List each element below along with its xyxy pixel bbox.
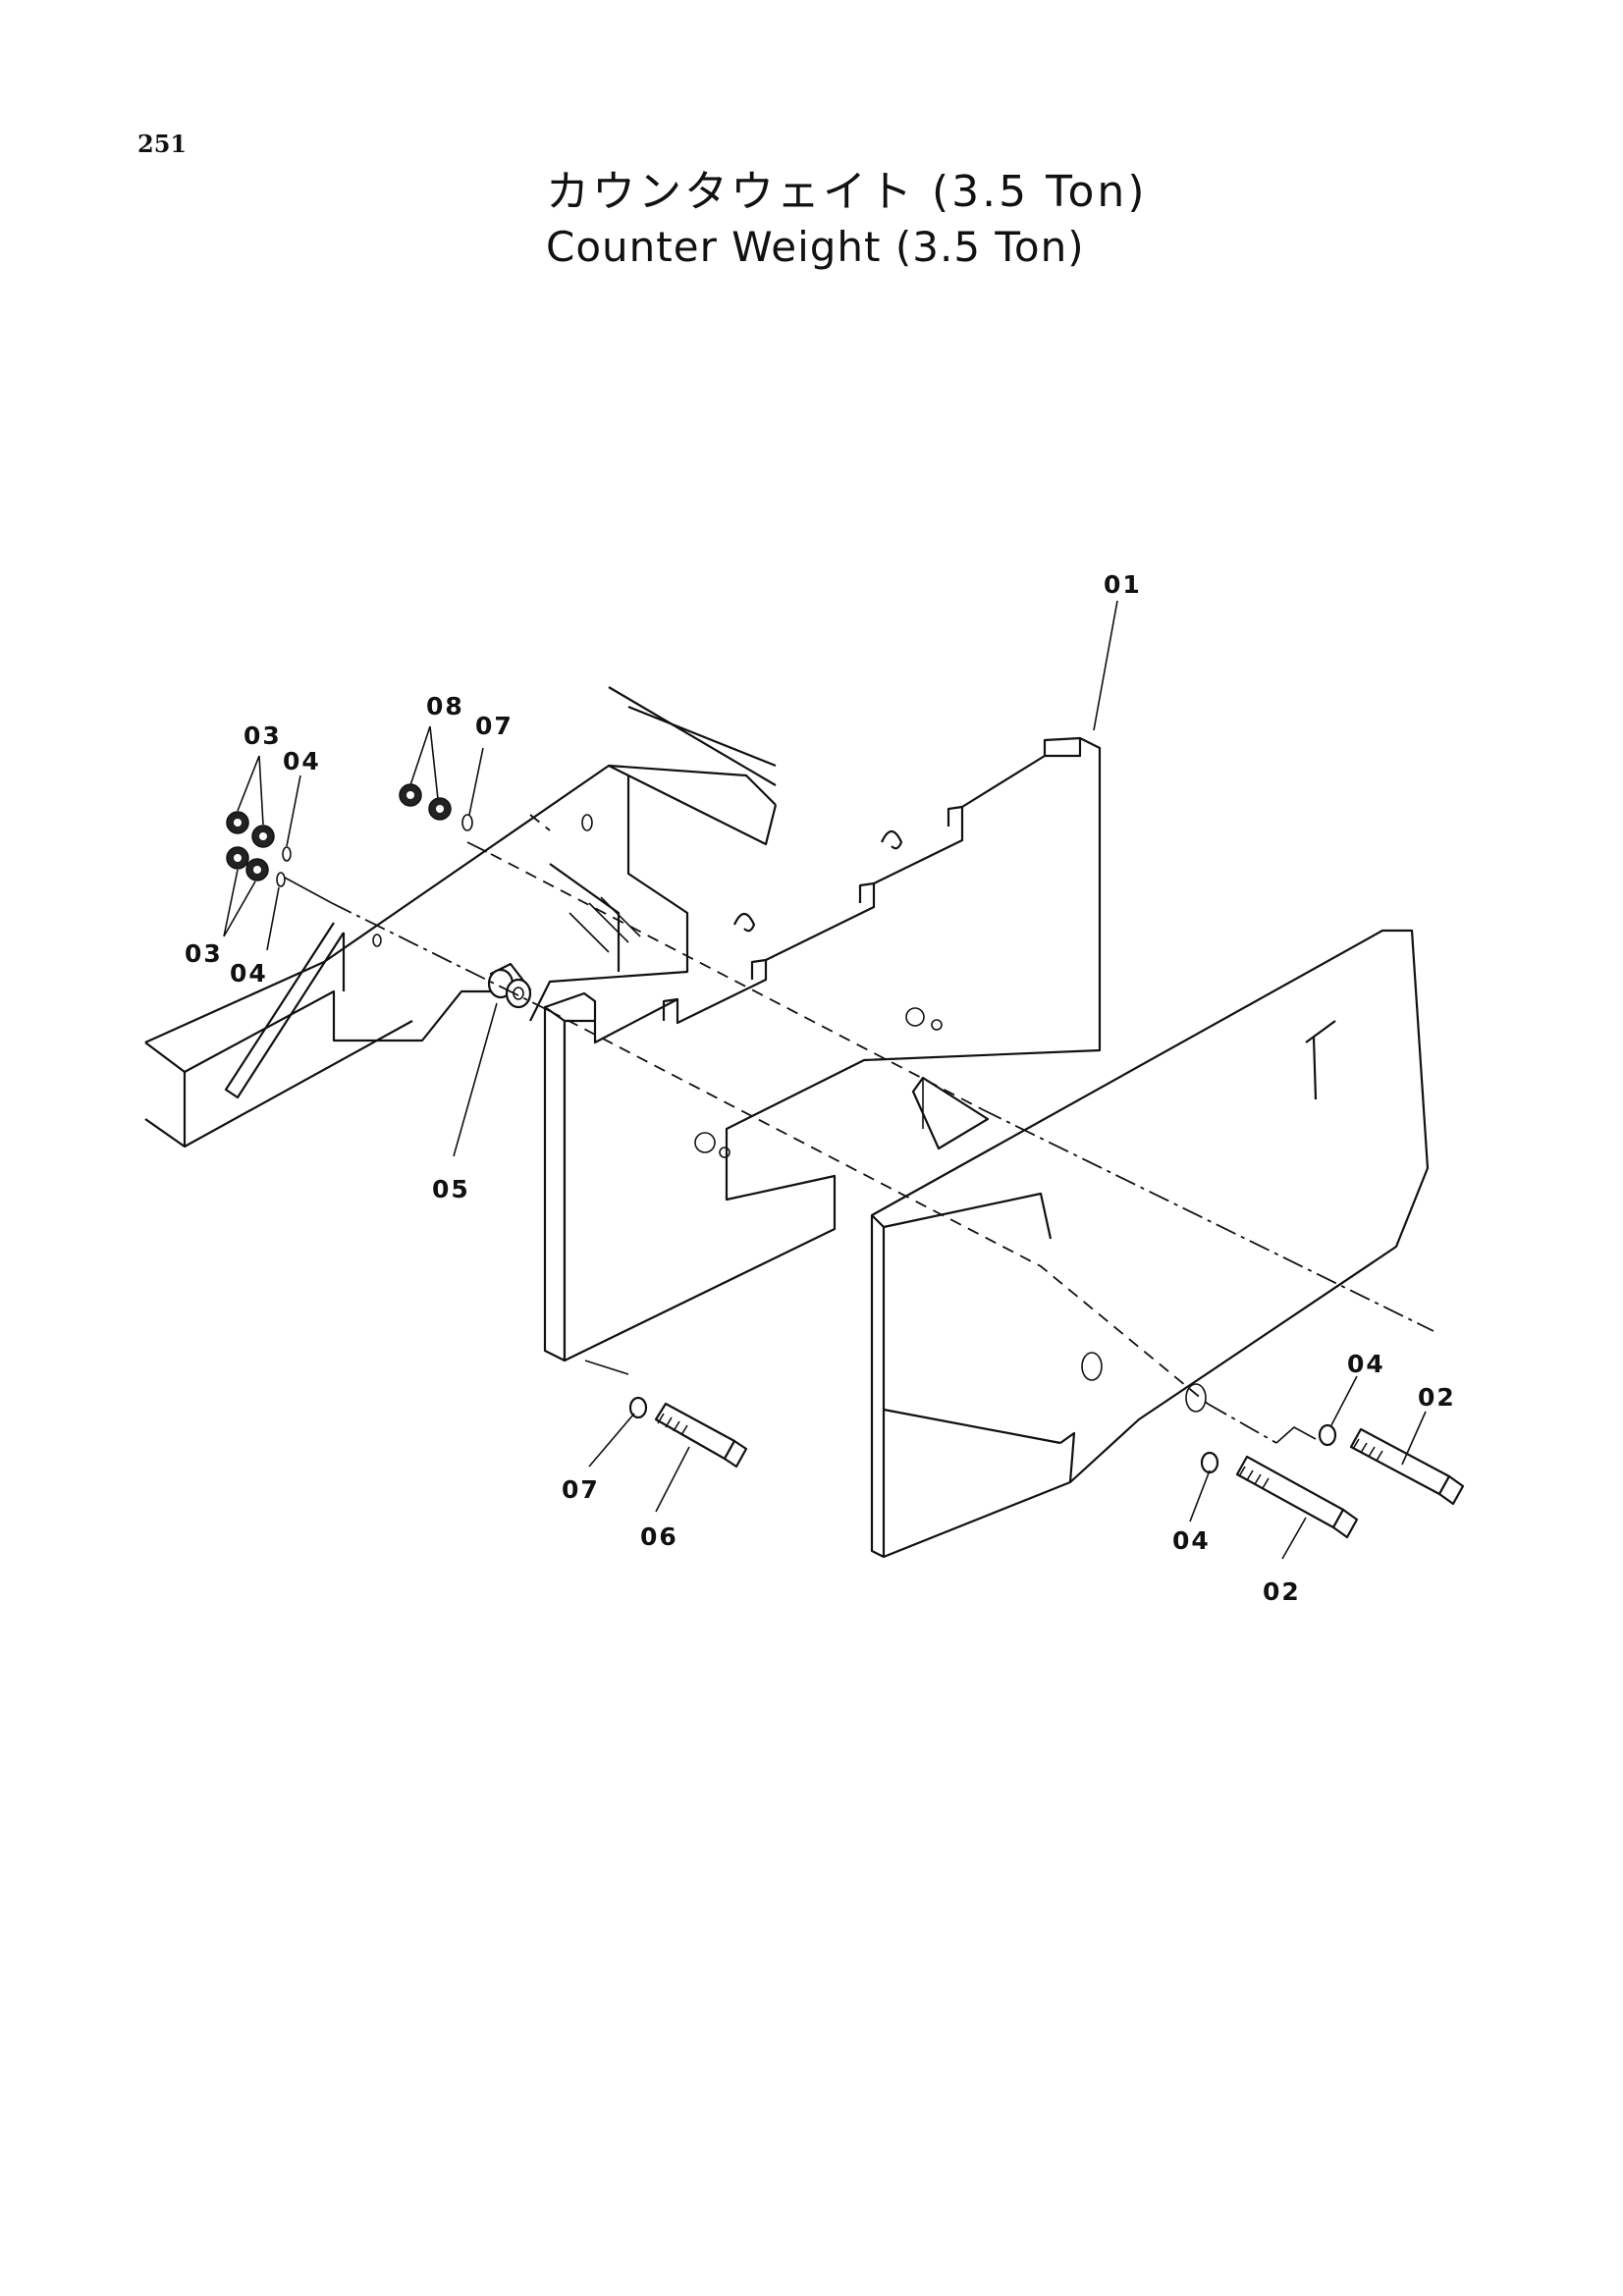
callout-03-bottom: 03 — [185, 939, 223, 968]
callout-04-left: 04 — [230, 959, 268, 988]
title-english: Counter Weight (3.5 Ton) — [546, 223, 1085, 271]
callout-07-top: 07 — [475, 712, 514, 740]
callout-01: 01 — [1104, 570, 1142, 599]
counter-weight-plate — [543, 736, 1102, 1362]
callout-05: 05 — [432, 1175, 470, 1203]
page-number: 251 — [137, 130, 188, 158]
callout-07-bottom: 07 — [562, 1475, 600, 1504]
machine-frame — [144, 686, 778, 1148]
callout-06: 06 — [640, 1522, 678, 1551]
washers — [276, 814, 1337, 1474]
counter-weight-body — [870, 929, 1430, 1559]
collar — [487, 962, 532, 1009]
title-block: カウンタウェイト (3.5 Ton) Counter Weight (3.5 T… — [546, 165, 1233, 275]
nuts — [226, 783, 452, 881]
leader-lines — [223, 600, 1427, 1560]
callout-02-bottom: 02 — [1263, 1577, 1301, 1606]
callout-03-top: 03 — [243, 721, 282, 750]
bolts — [654, 1402, 1465, 1539]
callout-04-top: 04 — [283, 747, 321, 775]
callout-08: 08 — [426, 692, 464, 721]
callout-04-right: 04 — [1347, 1350, 1385, 1378]
assembly-lines — [284, 814, 1434, 1444]
callout-04-bottom: 04 — [1172, 1526, 1211, 1555]
callouts: 01 08 07 03 04 03 04 05 07 06 04 02 04 0… — [185, 570, 1456, 1606]
callout-02-right: 02 — [1418, 1383, 1456, 1412]
title-japanese: カウンタウェイト (3.5 Ton) — [546, 167, 1148, 217]
